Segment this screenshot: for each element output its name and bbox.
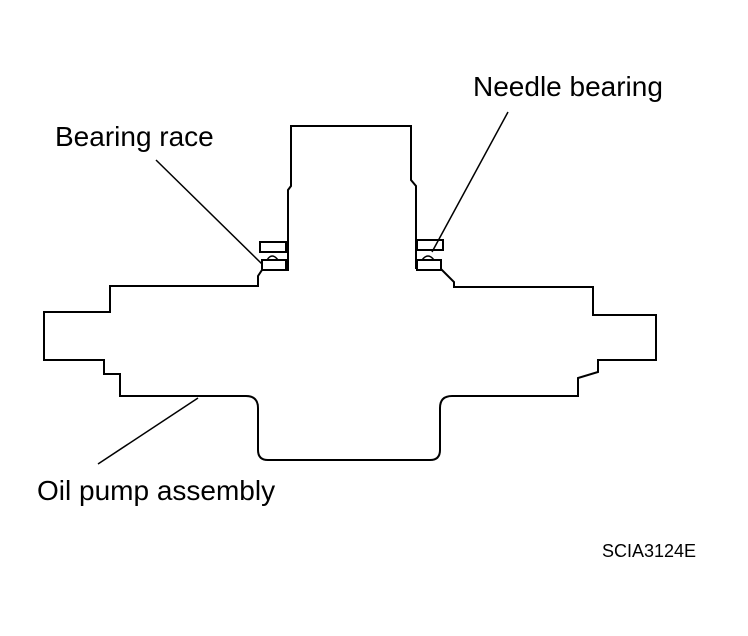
left-needle-roller (266, 255, 279, 261)
oil-pump-assembly-label: Oil pump assembly (37, 475, 276, 506)
oil-pump-assembly-outline (43, 125, 657, 461)
figure-code: SCIA3124E (602, 541, 697, 561)
left-bearing-race (259, 241, 287, 253)
right-needle-bearing (416, 259, 442, 271)
needle-bearing-leader (431, 111, 509, 253)
right-needle-roller (421, 255, 435, 261)
bearing-race-leader (155, 159, 263, 265)
oil-pump-assembly-leader (97, 397, 199, 465)
left-needle-bearing (261, 259, 287, 271)
needle-bearing-label: Needle bearing (473, 71, 663, 102)
right-bearing-race (416, 239, 444, 251)
bearing-race-label: Bearing race (55, 121, 214, 152)
